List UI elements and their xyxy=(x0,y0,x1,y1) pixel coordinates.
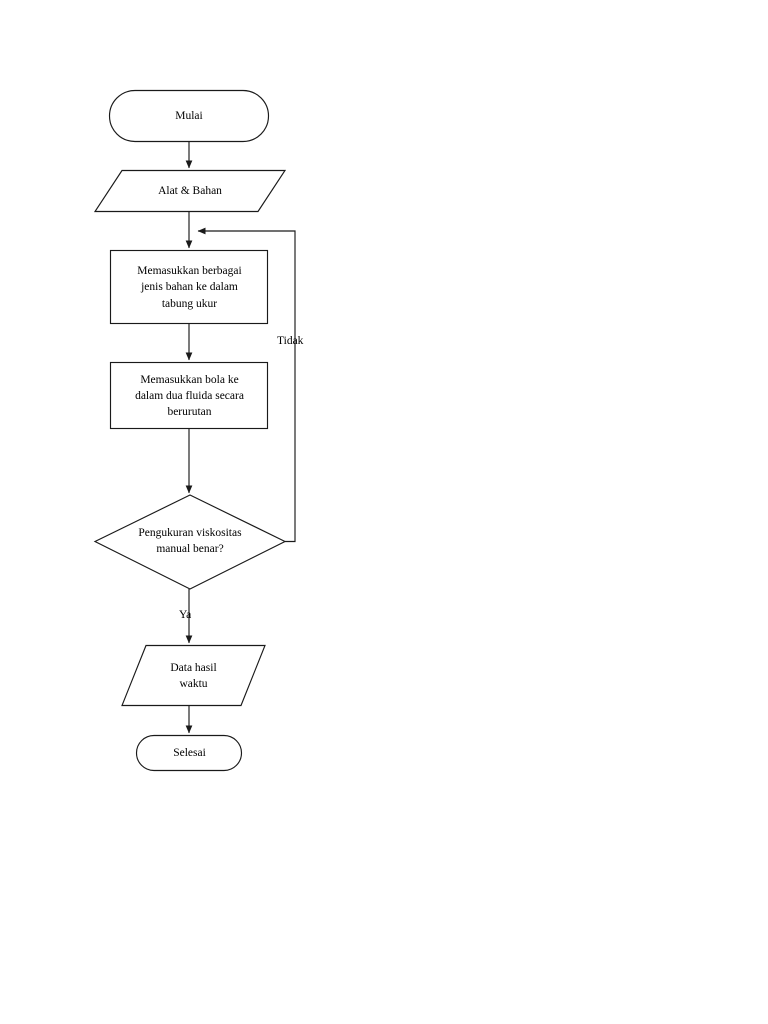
node-output-shape xyxy=(121,644,266,707)
node-end-shape xyxy=(135,734,243,772)
node-process1-shape xyxy=(109,249,269,325)
node-decision-shape xyxy=(93,494,287,590)
node-start-shape xyxy=(108,89,270,143)
node-materials-shape xyxy=(93,169,287,213)
node-process2-shape xyxy=(109,361,269,430)
edge-decision-process1-no xyxy=(197,227,296,543)
